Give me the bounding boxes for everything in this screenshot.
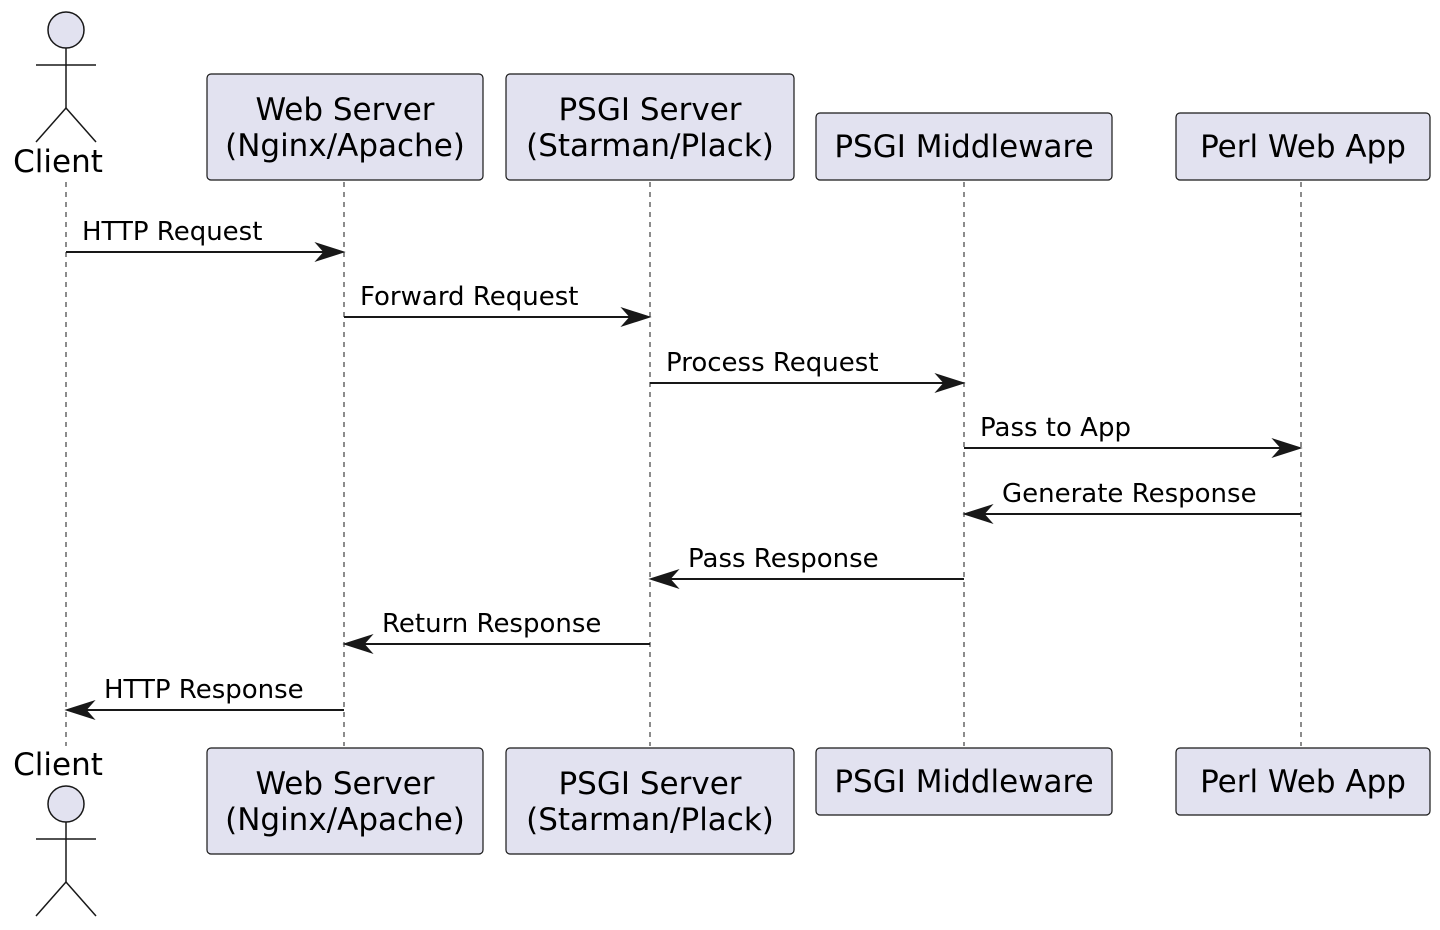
message-label: Return Response xyxy=(382,609,601,639)
arrowhead-icon xyxy=(314,241,346,263)
arrowhead-icon xyxy=(64,699,96,721)
actor-label: Client xyxy=(13,747,103,783)
actor-right-leg xyxy=(65,881,97,917)
actor-client-top: Client xyxy=(13,11,103,180)
participant-label: Web Server xyxy=(255,766,434,802)
actor-head-icon xyxy=(47,11,85,49)
participant-web-server-bottom: Web Server(Nginx/Apache) xyxy=(206,747,484,855)
participant-psgi-server-top: PSGI Server(Starman/Plack) xyxy=(505,73,795,181)
actor-label: Client xyxy=(13,144,103,180)
message-label: Pass to App xyxy=(980,413,1131,443)
participant-box xyxy=(1175,112,1431,181)
actor-right-leg xyxy=(65,107,97,143)
participant-box xyxy=(1175,747,1431,816)
message-1: HTTP Request xyxy=(66,217,346,263)
participant-psgi-middleware-bottom: PSGI Middleware xyxy=(815,747,1113,816)
arrowhead-icon xyxy=(1271,437,1303,459)
participant-perl-web-app-top: Perl Web App xyxy=(1175,112,1431,181)
participant-box xyxy=(505,747,795,855)
actor-left-leg xyxy=(35,107,67,143)
participant-label: Perl Web App xyxy=(1200,129,1406,165)
participant-psgi-middleware-top: PSGI Middleware xyxy=(815,112,1113,181)
participant-box xyxy=(815,112,1113,181)
participant-label: Web Server xyxy=(255,92,434,128)
participant-box xyxy=(815,747,1113,816)
participant-label: (Nginx/Apache) xyxy=(225,802,465,838)
participant-box xyxy=(206,747,484,855)
message-6: Pass Response xyxy=(648,544,964,590)
participant-label: PSGI Server xyxy=(558,766,741,802)
arrowhead-icon xyxy=(934,372,966,394)
arrowhead-icon xyxy=(342,633,374,655)
participant-label: (Starman/Plack) xyxy=(526,128,774,164)
participant-label: (Nginx/Apache) xyxy=(225,128,465,164)
participant-perl-web-app-bottom: Perl Web App xyxy=(1175,747,1431,816)
participant-web-server-top: Web Server(Nginx/Apache) xyxy=(206,73,484,181)
message-label: Pass Response xyxy=(688,544,879,574)
message-7: Return Response xyxy=(342,609,650,655)
arrowhead-icon xyxy=(648,568,680,590)
message-label: HTTP Request xyxy=(82,217,262,247)
message-label: HTTP Response xyxy=(104,675,304,705)
message-label: Generate Response xyxy=(1002,479,1257,509)
message-5: Generate Response xyxy=(962,479,1301,525)
actor-client-bottom: Client xyxy=(13,747,103,917)
arrowhead-icon xyxy=(620,306,652,328)
participant-box xyxy=(505,73,795,181)
participant-label: PSGI Middleware xyxy=(834,764,1093,800)
message-label: Forward Request xyxy=(360,282,578,312)
participant-psgi-server-bottom: PSGI Server(Starman/Plack) xyxy=(505,747,795,855)
message-label: Process Request xyxy=(666,348,879,378)
participant-label: Perl Web App xyxy=(1200,764,1406,800)
message-8: HTTP Response xyxy=(64,675,344,721)
arrowhead-icon xyxy=(962,503,994,525)
participant-label: PSGI Server xyxy=(558,92,741,128)
actor-head-icon xyxy=(47,785,85,823)
message-3: Process Request xyxy=(650,348,966,394)
actor-left-leg xyxy=(35,881,67,917)
participant-label: PSGI Middleware xyxy=(834,129,1093,165)
participant-label: (Starman/Plack) xyxy=(526,802,774,838)
message-4: Pass to App xyxy=(964,413,1303,459)
participant-box xyxy=(206,73,484,181)
message-2: Forward Request xyxy=(344,282,652,328)
